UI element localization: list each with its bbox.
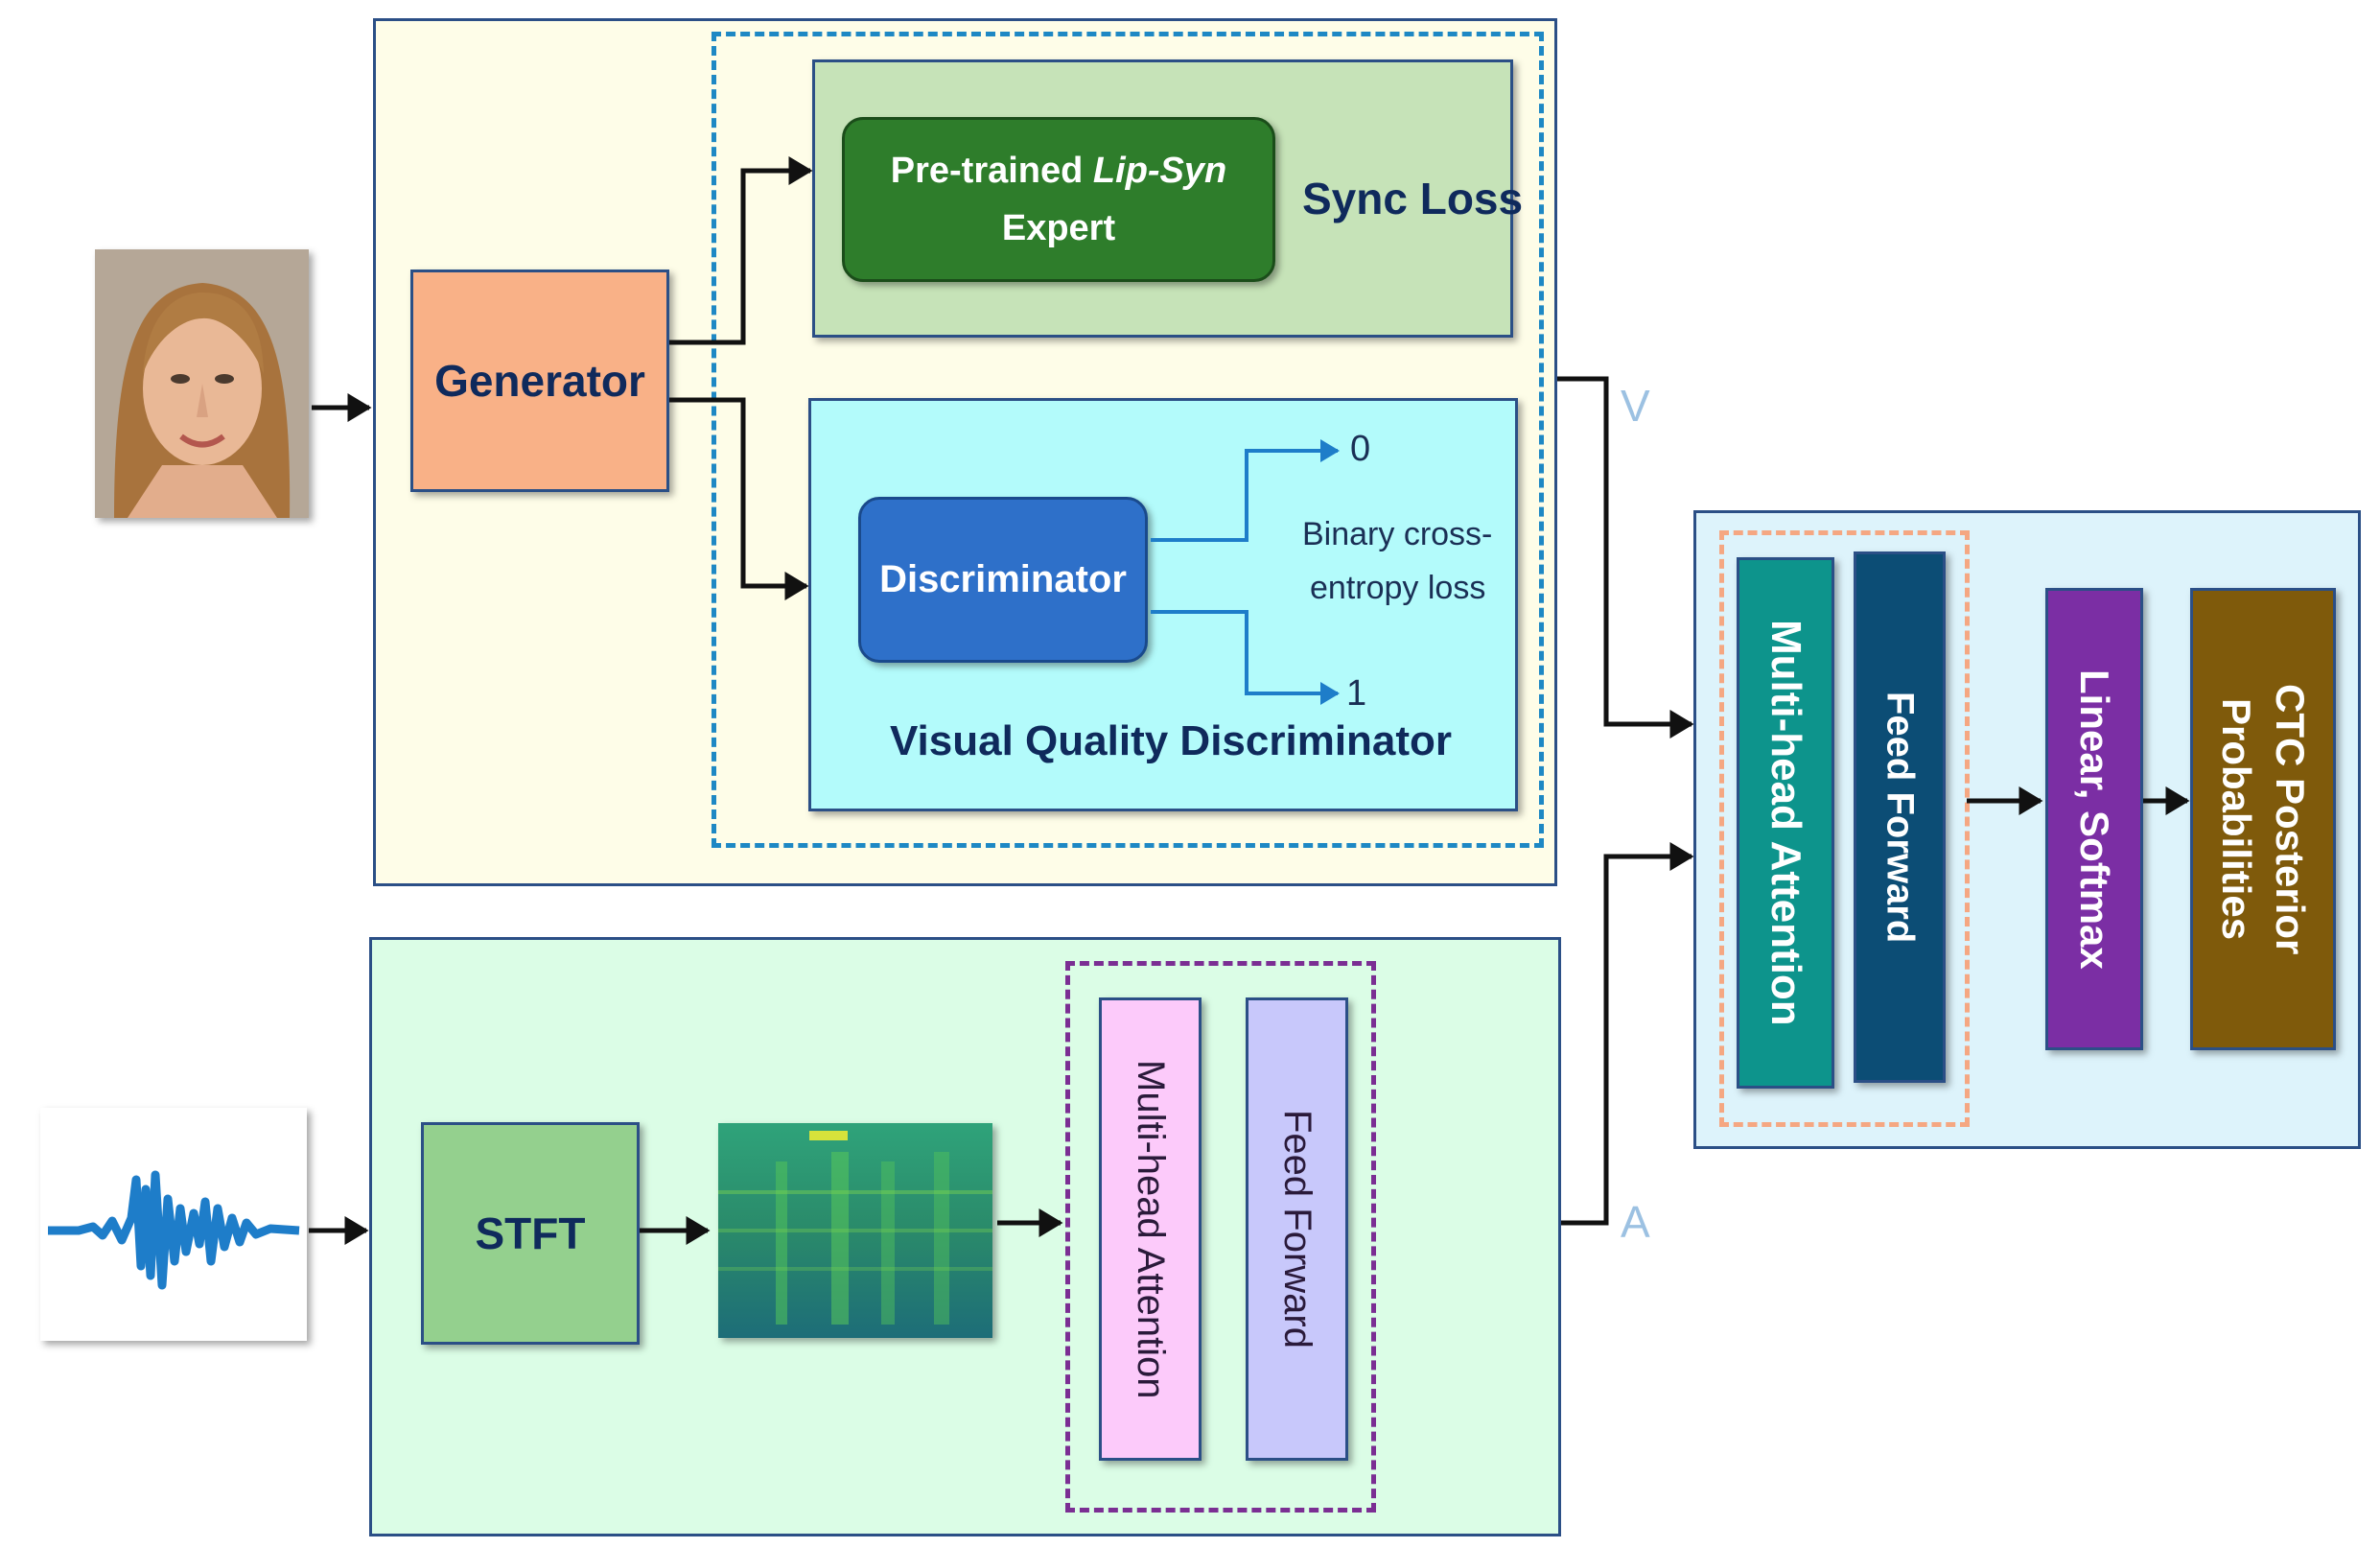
- stft-box: STFT: [421, 1122, 640, 1345]
- sync-loss-label: Sync Loss: [1302, 174, 1524, 223]
- fusion-multihead-attention-box: Multi-head Attention: [1737, 557, 1834, 1089]
- audio-waveform-image: [40, 1108, 307, 1341]
- spectrogram-illustration: [718, 1123, 992, 1338]
- output-one-label: 1: [1346, 673, 1367, 714]
- waveform-illustration: [48, 1170, 300, 1290]
- discriminators-group: [712, 32, 1544, 848]
- fusion-transformer-group: [1719, 530, 1970, 1127]
- fusion-feed-forward-label: Feed Forward: [1878, 691, 1922, 944]
- audio-feed-forward-label: Feed Forward: [1276, 1110, 1318, 1349]
- arrow-audio-to-fusion: [1561, 842, 1694, 1226]
- audio-transformer-group: [1065, 961, 1376, 1513]
- audio-multihead-attention-box: Multi-head Attention: [1099, 997, 1202, 1461]
- bce-loss-line-2: entropy loss: [1310, 570, 1486, 606]
- lip-sync-expert-box: Pre-trained Lip-Syn Expert: [842, 117, 1275, 282]
- ctc-posterior-box: CTC Posterior Probabilities: [2190, 588, 2336, 1050]
- ctc-posterior-line-2: Probabilities: [2214, 697, 2259, 941]
- output-zero-label: 0: [1350, 429, 1371, 469]
- lip-sync-title-line: Pre-trained Lip-Syn: [891, 142, 1227, 199]
- ctc-posterior-line-1: CTC Posterior: [2268, 683, 2313, 955]
- a-stream-label: A: [1621, 1197, 1650, 1247]
- face-illustration: [95, 249, 309, 518]
- bce-loss-line-1: Binary cross-: [1302, 516, 1493, 552]
- audio-feed-forward-box: Feed Forward: [1246, 997, 1348, 1461]
- ctc-posterior-text: CTC Posterior Probabilities: [2209, 684, 2317, 954]
- lip-sync-expert-word: Expert: [1001, 208, 1116, 248]
- spectrogram-image: [718, 1123, 992, 1338]
- fusion-multihead-attention-label: Multi-head Attention: [1762, 620, 1809, 1026]
- arrow-visual-to-fusion: [1557, 376, 1694, 739]
- face-image: [95, 249, 309, 518]
- linear-softmax-box: Linear, Softmax: [2045, 588, 2143, 1050]
- vqd-title: Visual Quality Discriminator: [890, 717, 1453, 764]
- generator-box: Generator: [410, 270, 669, 492]
- fusion-feed-forward-box: Feed Forward: [1854, 551, 1946, 1083]
- discriminator-box: Discriminator: [858, 497, 1148, 663]
- arrow-discriminator-to-one: [1151, 610, 1340, 705]
- lip-sync-prefix: Pre-trained: [890, 151, 1093, 191]
- arrow-generator-to-discriminator: [669, 397, 809, 600]
- arrow-generator-to-lip-sync: [669, 156, 813, 345]
- audio-multihead-attention-label: Multi-head Attention: [1130, 1059, 1172, 1399]
- lip-sync-italic: Lip-Syn: [1092, 151, 1227, 191]
- linear-softmax-label: Linear, Softmax: [2072, 668, 2117, 970]
- v-stream-label: V: [1621, 381, 1650, 431]
- arrow-discriminator-to-zero: [1151, 439, 1340, 542]
